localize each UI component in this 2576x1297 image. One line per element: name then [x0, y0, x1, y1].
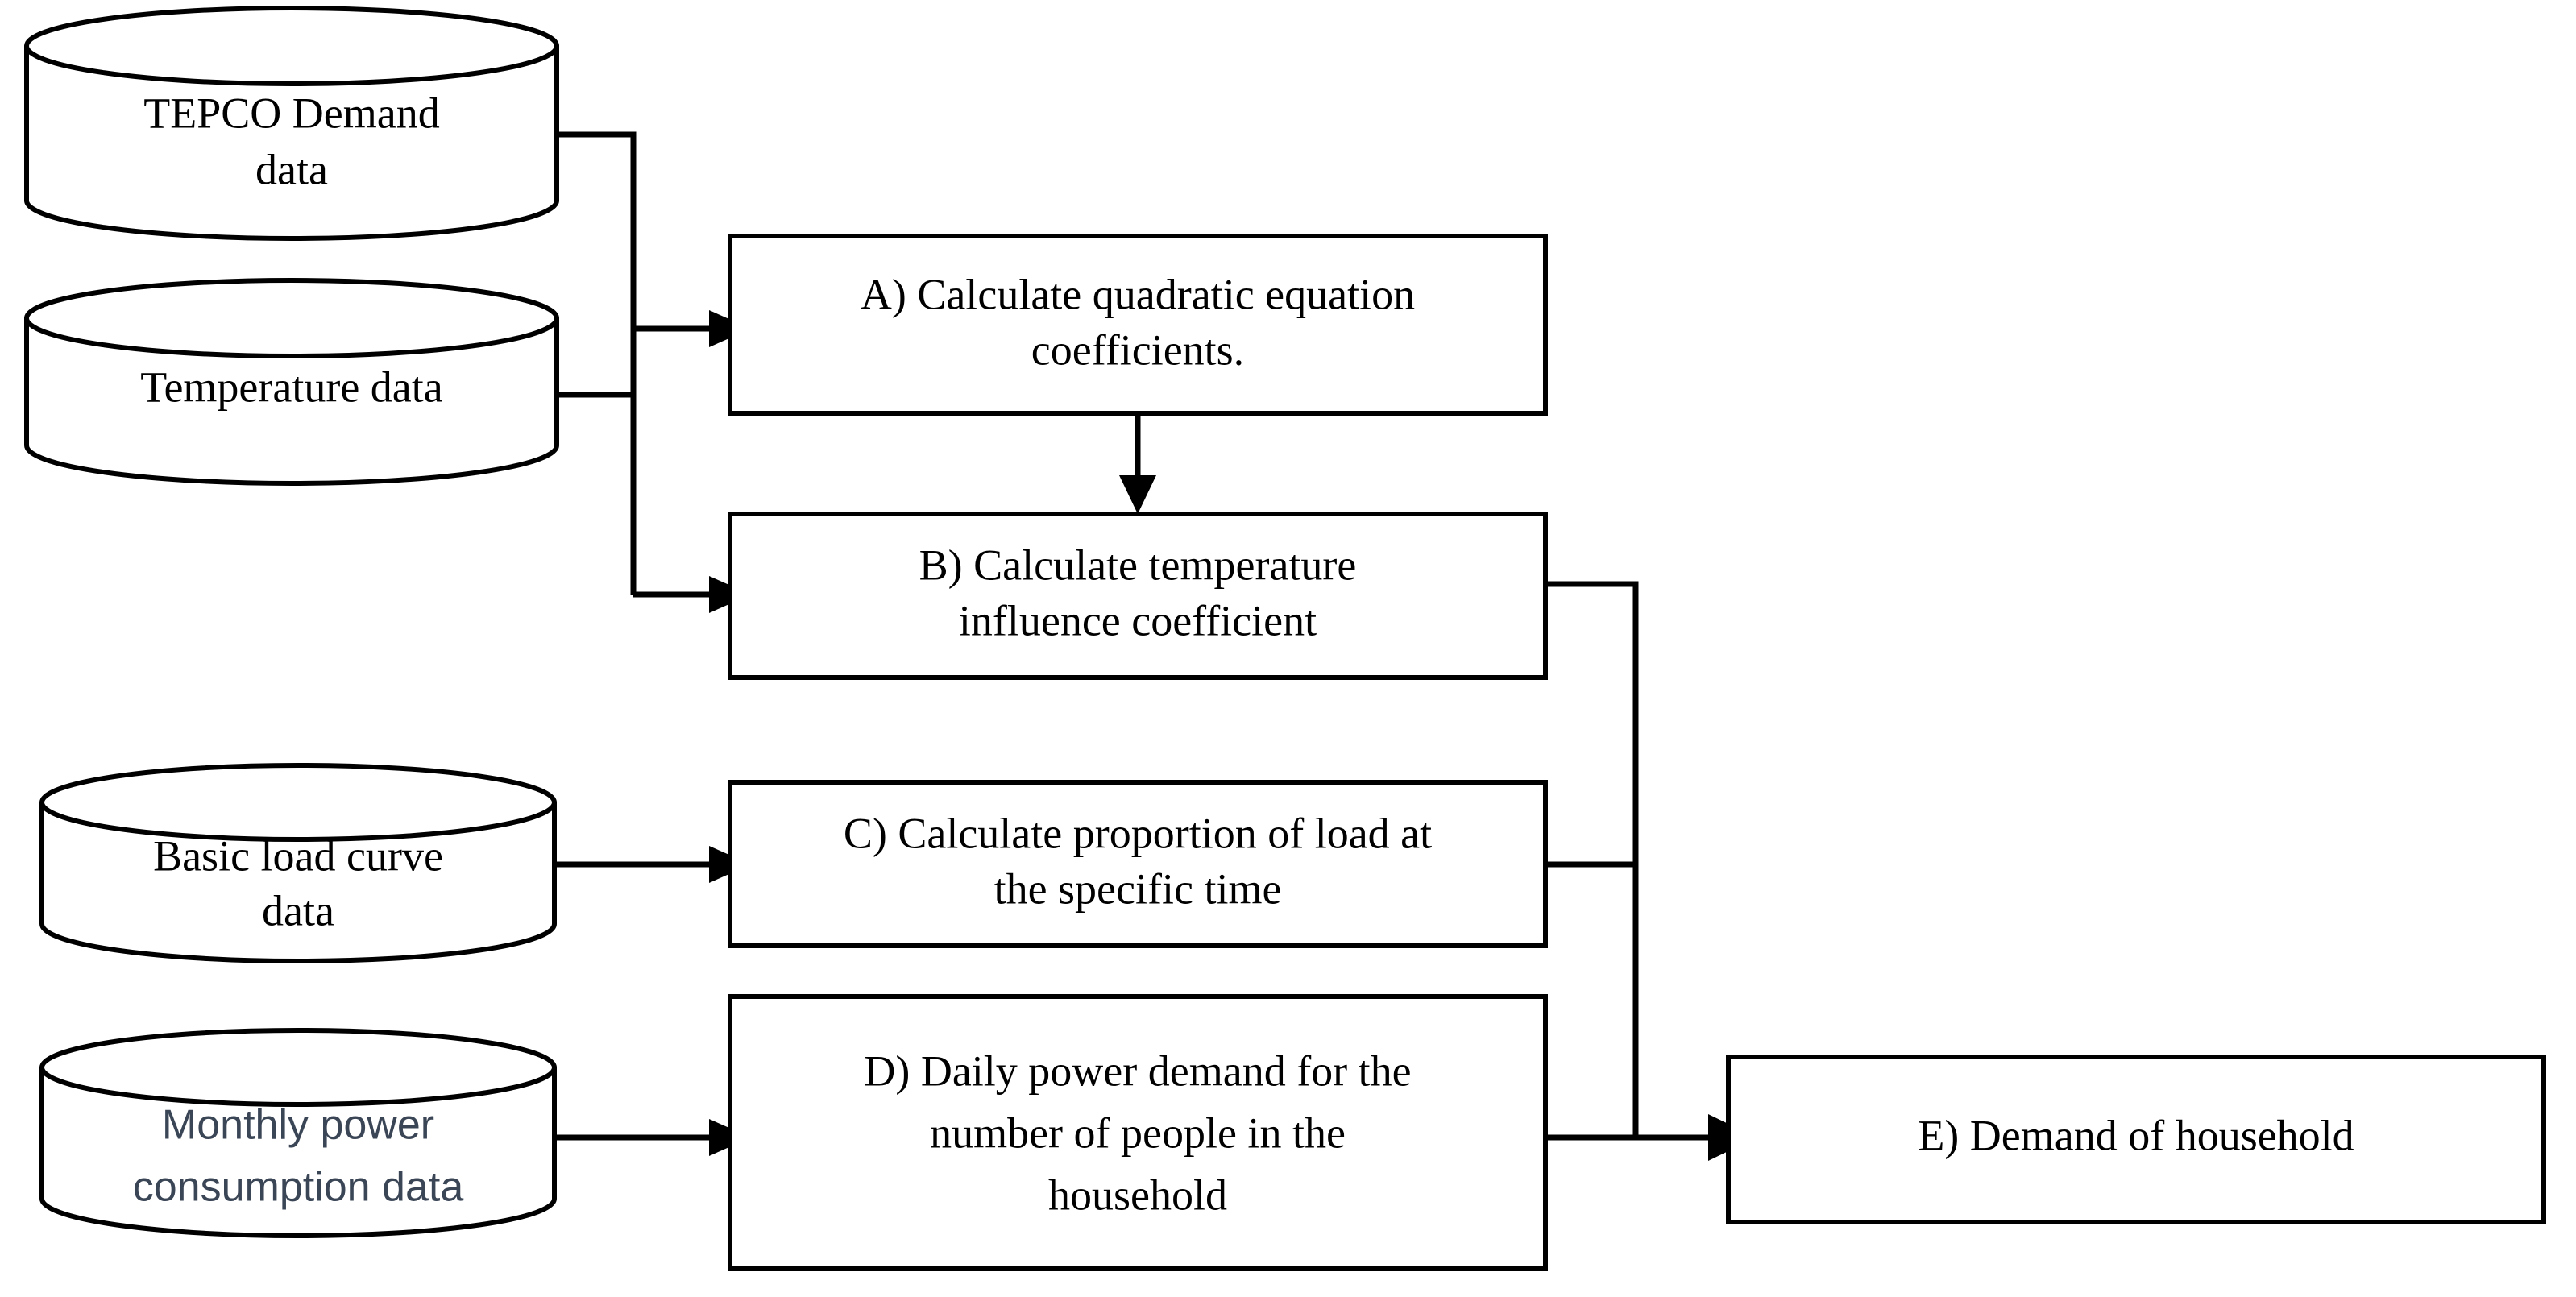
process-step-a-label-line1: A) Calculate quadratic equation [861, 270, 1415, 318]
process-step-c-label-line2: the specific time [994, 864, 1282, 913]
datasource-basicload-label-line2: data [262, 886, 334, 934]
process-step-d-label-line1: D) Daily power demand for the [864, 1046, 1411, 1095]
datasource-monthly-power-consumption[interactable]: Monthly power consumption data [39, 1028, 557, 1238]
edge-step-b-to-right-bus [1545, 581, 1639, 1137]
datasource-basicload-label-line1: Basic load curve [153, 831, 443, 880]
datasource-monthly-label-line2: consumption data [133, 1164, 464, 1211]
datasource-basic-load-curve[interactable]: Basic load curve data [39, 763, 557, 963]
process-step-c[interactable]: C) Calculate proportion of load at the s… [728, 780, 1548, 948]
edge-monthly-to-step-d [556, 1119, 751, 1156]
process-step-b[interactable]: B) Calculate temperature influence coeff… [728, 512, 1548, 680]
process-step-c-label-line1: C) Calculate proportion of load at [844, 809, 1432, 857]
datasource-tepco-demand[interactable]: TEPCO Demand data [24, 6, 559, 241]
datasource-temperature-label: Temperature data [140, 363, 443, 411]
process-step-b-label-line2: influence coefficient [959, 596, 1317, 644]
edge-step-a-to-step-b [1119, 413, 1156, 514]
edge-basicload-to-step-c [556, 846, 751, 883]
process-step-e-label: E) Demand of household [1918, 1111, 2354, 1159]
datasource-temperature[interactable]: Temperature data [24, 278, 559, 486]
process-step-d-label-line3: household [1048, 1171, 1227, 1219]
process-step-a[interactable]: A) Calculate quadratic equation coeffici… [728, 234, 1548, 416]
edge-tepco-to-bus [556, 131, 637, 595]
datasource-tepco-label-line2: data [255, 145, 328, 193]
process-step-e[interactable]: E) Demand of household [1726, 1055, 2546, 1224]
process-step-b-label-line1: B) Calculate temperature [919, 541, 1357, 589]
edge-step-d-to-step-e [1545, 1114, 1757, 1161]
process-step-a-label-line2: coefficients. [1031, 325, 1244, 374]
process-step-d-label-line2: number of people in the [930, 1108, 1346, 1157]
process-step-d[interactable]: D) Daily power demand for the number of … [728, 994, 1548, 1271]
datasource-tepco-label-line1: TEPCO Demand [143, 89, 439, 137]
datasource-monthly-label-line1: Monthly power [162, 1102, 434, 1149]
